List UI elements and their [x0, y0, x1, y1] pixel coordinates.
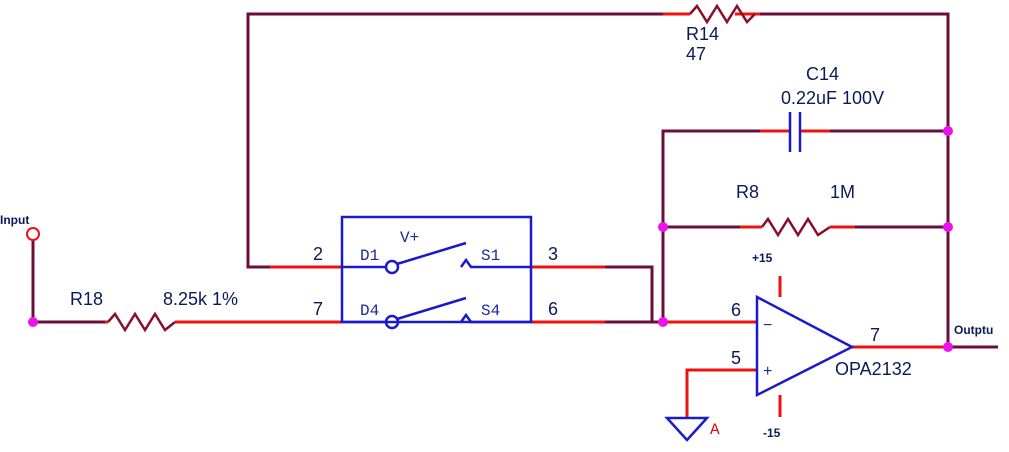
op-plus-sign: +	[763, 363, 772, 380]
r14-ref-label: R14	[686, 24, 719, 44]
supply-pos-label: +15	[752, 251, 773, 265]
r14-value-label: 47	[686, 44, 706, 64]
ground-symbol	[664, 416, 710, 442]
c14-value-label: 0.22uF 100V	[781, 88, 884, 108]
pin-2-label: 2	[313, 244, 323, 264]
switch-d1-label: D1	[360, 247, 379, 265]
switch-package-box	[340, 215, 533, 324]
switch-s1-label: S1	[481, 247, 500, 265]
pin-segments	[105, 12, 948, 418]
output-label: Outptu	[954, 323, 993, 337]
wire-r14-left	[246, 12, 663, 269]
junction-r8-right	[943, 222, 953, 232]
pin-6-switch-label: 6	[548, 299, 558, 319]
c14-capacitor	[788, 112, 802, 152]
r8-resistor	[761, 216, 831, 238]
op-amp	[755, 294, 855, 398]
switch1-contact	[459, 257, 531, 269]
op-pin-5-label: 5	[731, 348, 741, 368]
op-pin-6-label: 6	[731, 300, 741, 320]
switch-vplus-label: V+	[400, 229, 419, 247]
op-noninv-input-lead	[685, 368, 757, 418]
junction-summing-node	[658, 317, 668, 327]
wire-r14-right-to-output	[760, 12, 950, 347]
input-terminal-icon[interactable]	[26, 227, 40, 241]
wires	[31, 12, 998, 349]
analog-switch	[340, 215, 533, 330]
r18-resistor	[107, 311, 176, 333]
c14-ref-label: C14	[806, 64, 839, 84]
op-part-label: OPA2132	[835, 359, 912, 379]
switch-d4-label: D4	[360, 302, 379, 320]
op-minus-sign: −	[763, 317, 772, 334]
r8-value-label: 1M	[830, 182, 855, 202]
switch-s4-label: S4	[481, 302, 500, 320]
switch4-pivot	[384, 314, 400, 330]
ground-net-label: A	[710, 421, 720, 439]
pin-3-label: 3	[548, 244, 558, 264]
r8-ref-label: R8	[736, 182, 759, 202]
switch4-contact	[459, 312, 531, 324]
r18-value-label: 8.25k 1%	[163, 289, 238, 309]
supply-neg-label: -15	[763, 426, 781, 440]
wire-s1-to-node	[605, 265, 654, 322]
junction-r8-left	[658, 222, 668, 232]
ground-triangle	[664, 416, 710, 442]
junctions	[28, 126, 953, 352]
wire-c14-left	[661, 129, 760, 322]
switch4-blade	[396, 296, 467, 321]
r14-resistor	[689, 3, 756, 25]
r18-ref-label: R18	[70, 289, 103, 309]
junction-c14-right	[943, 126, 953, 136]
input-label: Input	[0, 213, 29, 227]
switch1-blade	[396, 241, 467, 266]
junction-output	[943, 342, 953, 352]
junction-input	[28, 317, 38, 327]
op-pin-7-label: 7	[870, 325, 880, 345]
pin-7-switch-label: 7	[313, 299, 323, 319]
switch1-pivot	[384, 259, 400, 275]
op-amp-triangle	[755, 294, 855, 398]
